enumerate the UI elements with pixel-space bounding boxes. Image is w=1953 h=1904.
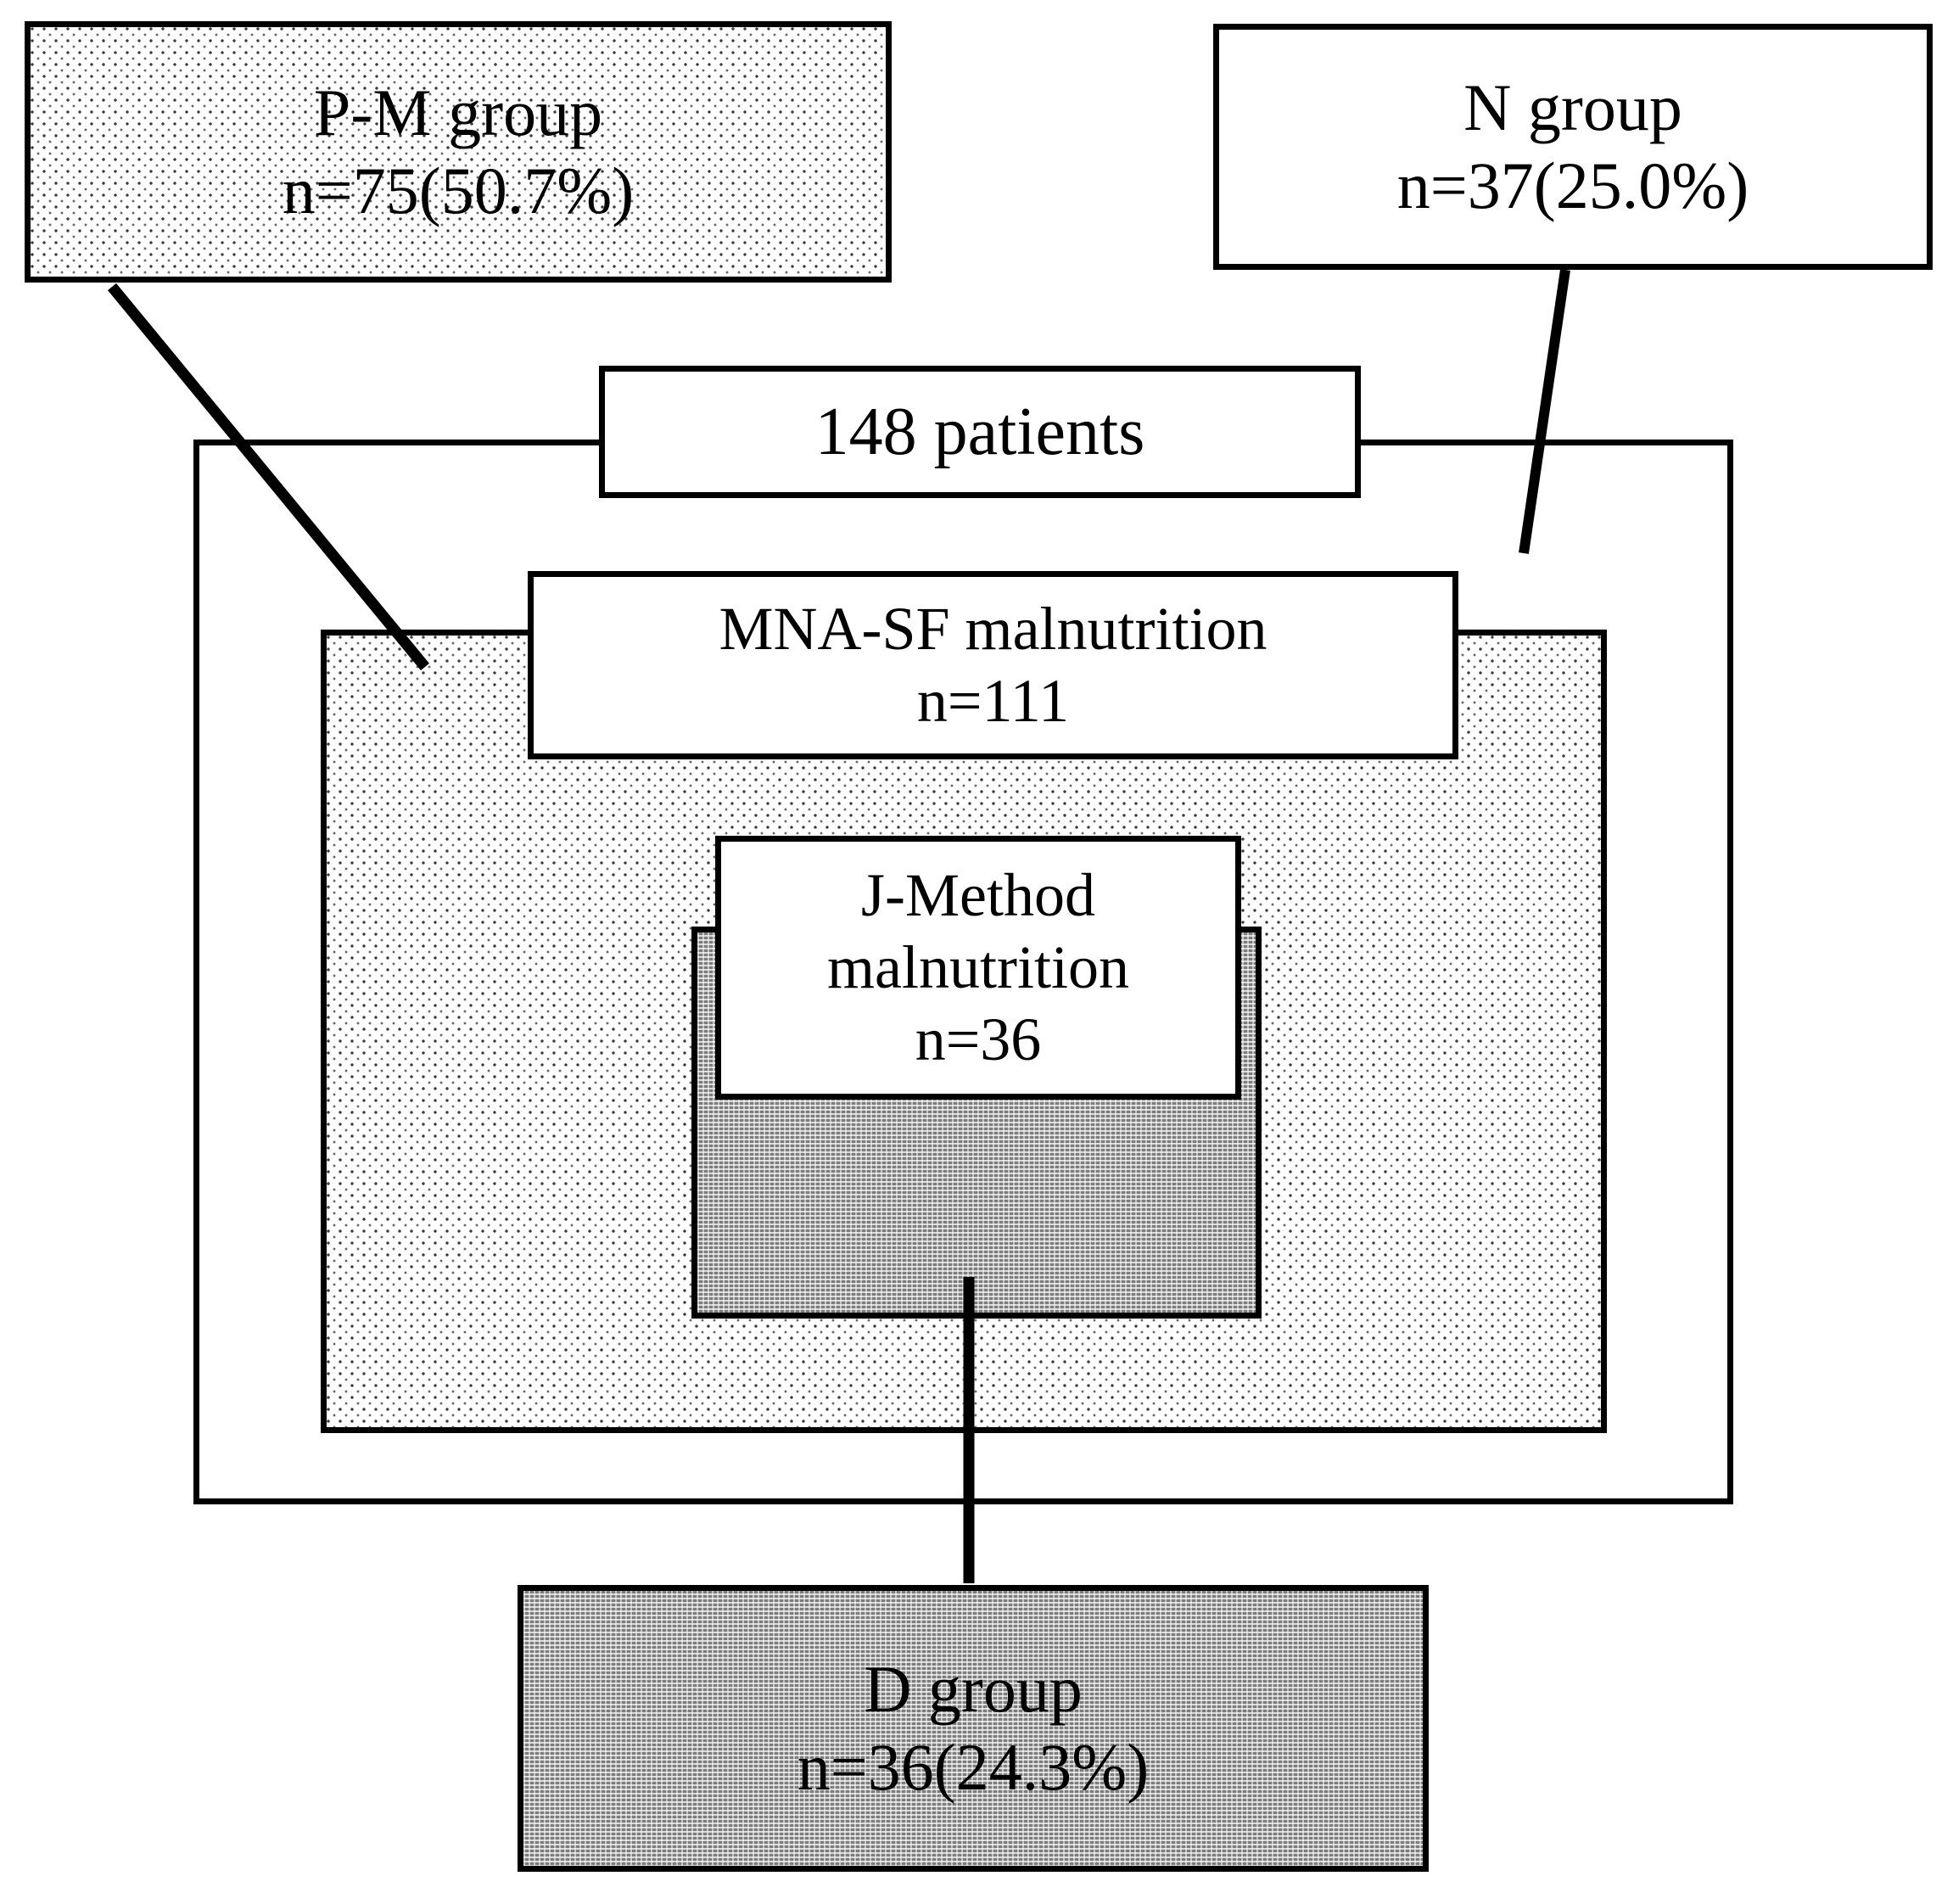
j-method-box[interactable]: J-Method malnutrition n=36	[715, 836, 1241, 1100]
j-method-count: n=36	[915, 1005, 1042, 1073]
mna-sf-box[interactable]: MNA-SF malnutrition n=111	[528, 571, 1458, 759]
pm-group-box[interactable]: P-M group n=75(50.7%)	[25, 21, 892, 283]
j-method-title-line2: malnutrition	[827, 933, 1129, 1002]
mna-sf-count: n=111	[916, 667, 1070, 735]
total-patients-box[interactable]: 148 patients	[599, 366, 1361, 498]
total-patients-label: 148 patients	[814, 394, 1145, 469]
n-group-title: N group	[1463, 70, 1682, 144]
d-group-title: D group	[864, 1651, 1083, 1726]
pm-group-title: P-M group	[313, 75, 603, 149]
j-method-title-line1: J-Method	[861, 861, 1095, 930]
d-group-box[interactable]: D group n=36(24.3%)	[518, 1585, 1429, 1872]
d-group-count: n=36(24.3%)	[797, 1730, 1150, 1804]
mna-sf-title: MNA-SF malnutrition	[719, 595, 1267, 664]
n-group-box[interactable]: N group n=37(25.0%)	[1213, 24, 1933, 270]
n-group-count: n=37(25.0%)	[1396, 148, 1749, 222]
pm-group-count: n=75(50.7%)	[282, 154, 635, 227]
